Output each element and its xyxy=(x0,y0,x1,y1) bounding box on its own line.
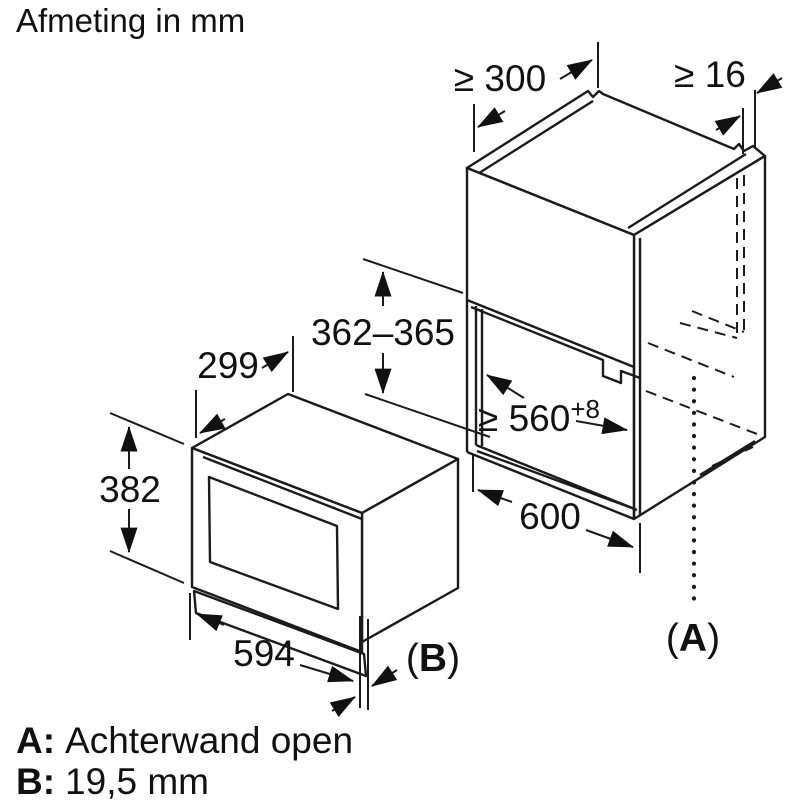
dimension-lines xyxy=(109,42,783,717)
ref-a-paren-open: ( xyxy=(666,617,679,660)
ref-b-paren-close: ) xyxy=(447,637,460,680)
dim-label-min-560-tolerance: +8 xyxy=(570,394,600,424)
ref-b-paren-open: ( xyxy=(406,637,419,680)
legend: A:Achterwand open B:19,5 mm xyxy=(16,720,353,800)
dimension-labels: ≥ 300 ≥ 16 362–365 ≥ 560+8 600 382 299 5… xyxy=(99,54,746,680)
cabinet-outline xyxy=(465,89,767,521)
dim-label-min-300: ≥ 300 xyxy=(454,58,546,99)
page-title: Afmeting in mm xyxy=(16,2,246,39)
ref-a-letter: A xyxy=(679,617,707,660)
legend-text-a: Achterwand open xyxy=(65,720,354,761)
legend-item-b: B:19,5 mm xyxy=(16,761,353,800)
ref-label-b: (B) xyxy=(406,637,460,680)
cabinet-hidden-edges xyxy=(645,175,758,467)
ref-a-paren-close: ) xyxy=(707,617,720,660)
ref-b-letter: B xyxy=(419,637,447,680)
legend-text-b: 19,5 mm xyxy=(65,761,209,800)
dim-label-299: 299 xyxy=(197,345,259,386)
dim-label-min-560: ≥ 560+8 xyxy=(478,394,600,439)
oven-outline xyxy=(190,392,460,678)
dim-label-594: 594 xyxy=(233,633,295,674)
dim-label-min-560-base: ≥ 560 xyxy=(478,398,570,439)
ref-label-a: (A) xyxy=(666,617,720,660)
legend-item-a: A:Achterwand open xyxy=(16,720,353,761)
dim-label-niche-height: 362–365 xyxy=(311,312,455,353)
dim-label-382: 382 xyxy=(99,469,161,510)
dim-label-600: 600 xyxy=(519,496,581,537)
dim-label-min-16: ≥ 16 xyxy=(674,54,746,95)
legend-key-a: A: xyxy=(16,720,56,761)
legend-key-b: B: xyxy=(16,761,56,800)
